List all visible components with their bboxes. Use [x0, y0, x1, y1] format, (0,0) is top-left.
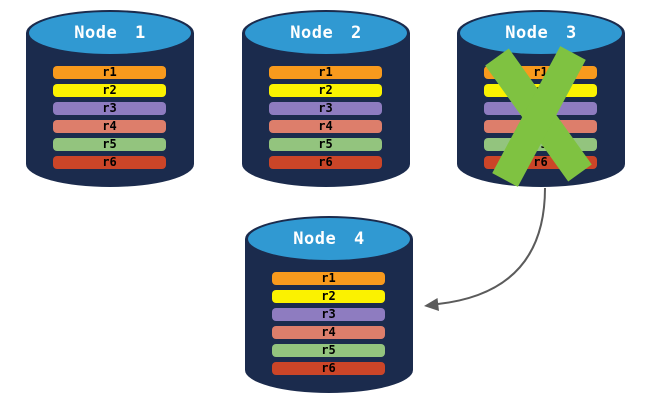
replica-bar-r3: r3: [53, 102, 166, 115]
node-4-replica-list: r1 r2 r3 r4 r5 r6: [272, 272, 385, 375]
node-1-replica-list: r1 r2 r3 r4 r5 r6: [53, 66, 166, 169]
replica-bar-r5: r5: [272, 344, 385, 357]
node-2-replica-list: r1 r2 r3 r4 r5 r6: [269, 66, 382, 169]
replica-bar-r4: r4: [272, 326, 385, 339]
node-3-label: Node 3: [505, 23, 577, 43]
node-1: Node 1 r1 r2 r3 r4 r5 r6: [24, 8, 196, 190]
cylinder-top: [245, 12, 407, 54]
cylinder-top: [248, 218, 410, 260]
replica-bar-r6: r6: [269, 156, 382, 169]
replica-bar-r6: r6: [272, 362, 385, 375]
node-3: Node 3 r1 r2 r3 r4 r5 r6: [455, 8, 627, 190]
replica-bar-r3: r3: [272, 308, 385, 321]
arrow-curve: [437, 187, 546, 305]
replica-bar-r6: r6: [53, 156, 166, 169]
replica-bar-r1: r1: [269, 66, 382, 79]
node-2: Node 2 r1 r2 r3 r4 r5 r6: [240, 8, 412, 190]
failure-x-icon: [485, 46, 592, 187]
replica-bar-r4: r4: [53, 120, 166, 133]
replica-bar-r3: r3: [269, 102, 382, 115]
node-4: Node 4 r1 r2 r3 r4 r5 r6: [243, 214, 415, 396]
node-2-label: Node 2: [290, 23, 362, 43]
node-4-label: Node 4: [293, 229, 365, 249]
replica-bar-r4: r4: [269, 120, 382, 133]
replica-bar-r1: r1: [272, 272, 385, 285]
replica-bar-r2: r2: [269, 84, 382, 97]
replica-bar-r2: r2: [53, 84, 166, 97]
replica-bar-r1: r1: [53, 66, 166, 79]
cylinder-top: [29, 12, 191, 54]
node-1-label: Node 1: [74, 23, 146, 43]
arrow-head-icon: [424, 298, 439, 311]
cylinder-top: [460, 12, 622, 54]
replica-bar-r2: r2: [272, 290, 385, 303]
replica-bar-r5: r5: [269, 138, 382, 151]
replica-bar-r5: r5: [53, 138, 166, 151]
